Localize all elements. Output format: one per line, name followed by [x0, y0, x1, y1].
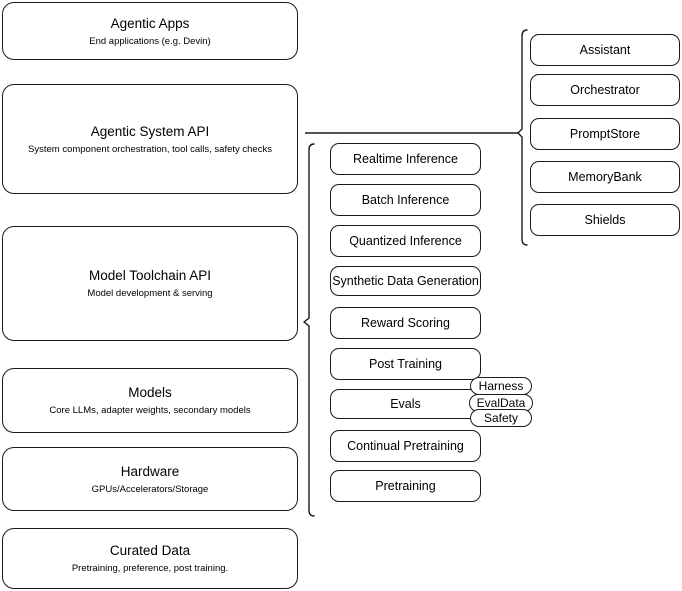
stack-layer-agentic-system-api[interactable]: Agentic System API System component orch…: [2, 84, 298, 194]
layer-title: Hardware: [120, 463, 180, 479]
toolchain-component-realtime-inference[interactable]: Realtime Inference: [330, 143, 481, 175]
layer-title: Agentic Apps: [110, 15, 190, 31]
component-label: Pretraining: [375, 478, 436, 493]
component-label: Assistant: [579, 42, 631, 57]
component-label: PromptStore: [569, 126, 641, 141]
layer-subtitle: Core LLMs, adapter weights, secondary mo…: [49, 405, 251, 416]
bracket-toolchain-components: [303, 143, 315, 517]
stack-layer-agentic-apps[interactable]: Agentic Apps End applications (e.g. Devi…: [2, 2, 298, 60]
component-label: Evals: [390, 396, 421, 411]
toolchain-component-reward-scoring[interactable]: Reward Scoring: [330, 307, 481, 339]
evals-subcomponent-evaldata[interactable]: EvalData: [469, 394, 533, 412]
layer-subtitle: Pretraining, preference, post training.: [71, 563, 229, 574]
layer-title: Model Toolchain API: [88, 268, 212, 283]
component-label: Quantized Inference: [349, 233, 462, 248]
stack-layer-model-toolchain-api[interactable]: Model Toolchain API Model development & …: [2, 226, 298, 341]
evals-subcomponent-safety[interactable]: Safety: [470, 409, 532, 427]
agentic-component-promptstore[interactable]: PromptStore: [530, 118, 680, 150]
subcomponent-label: EvalData: [476, 396, 526, 410]
layer-subtitle: Model development & serving: [87, 288, 213, 299]
layer-subtitle: End applications (e.g. Devin): [89, 35, 211, 47]
toolchain-component-batch-inference[interactable]: Batch Inference: [330, 184, 481, 216]
agentic-component-shields[interactable]: Shields: [530, 204, 680, 236]
evals-subcomponent-harness[interactable]: Harness: [470, 377, 532, 395]
component-label: MemoryBank: [568, 169, 642, 184]
stack-layer-models[interactable]: Models Core LLMs, adapter weights, secon…: [2, 368, 298, 433]
component-label: Continual Pretraining: [347, 438, 464, 453]
toolchain-component-pretraining[interactable]: Pretraining: [330, 470, 481, 502]
stack-layer-hardware[interactable]: Hardware GPUs/Accelerators/Storage: [2, 447, 298, 511]
layer-title: Curated Data: [109, 543, 191, 558]
component-label: Synthetic Data Generation: [332, 273, 479, 288]
toolchain-component-quantized-inference[interactable]: Quantized Inference: [330, 225, 481, 257]
agentic-component-assistant[interactable]: Assistant: [530, 34, 680, 66]
component-label: Realtime Inference: [353, 151, 458, 166]
bracket-agentic-components: [517, 29, 528, 246]
layer-subtitle: System component orchestration, tool cal…: [28, 143, 272, 155]
component-label: Shields: [584, 212, 626, 227]
toolchain-component-synthetic-data-generation[interactable]: Synthetic Data Generation: [330, 266, 481, 296]
subcomponent-label: Safety: [483, 411, 519, 425]
agentic-component-orchestrator[interactable]: Orchestrator: [530, 74, 680, 106]
component-label: Orchestrator: [570, 82, 640, 97]
stack-layer-curated-data[interactable]: Curated Data Pretraining, preference, po…: [2, 528, 298, 589]
component-label: Reward Scoring: [361, 315, 450, 330]
component-label: Batch Inference: [361, 192, 450, 207]
layer-subtitle: GPUs/Accelerators/Storage: [91, 483, 209, 495]
toolchain-component-continual-pretraining[interactable]: Continual Pretraining: [330, 430, 481, 462]
layer-title: Models: [128, 385, 172, 400]
layer-title: Agentic System API: [90, 123, 210, 139]
agentic-component-memorybank[interactable]: MemoryBank: [530, 161, 680, 193]
subcomponent-label: Harness: [478, 379, 524, 393]
toolchain-component-evals[interactable]: Evals: [330, 389, 481, 419]
component-label: Post Training: [369, 356, 442, 371]
toolchain-component-post-training[interactable]: Post Training: [330, 348, 481, 380]
